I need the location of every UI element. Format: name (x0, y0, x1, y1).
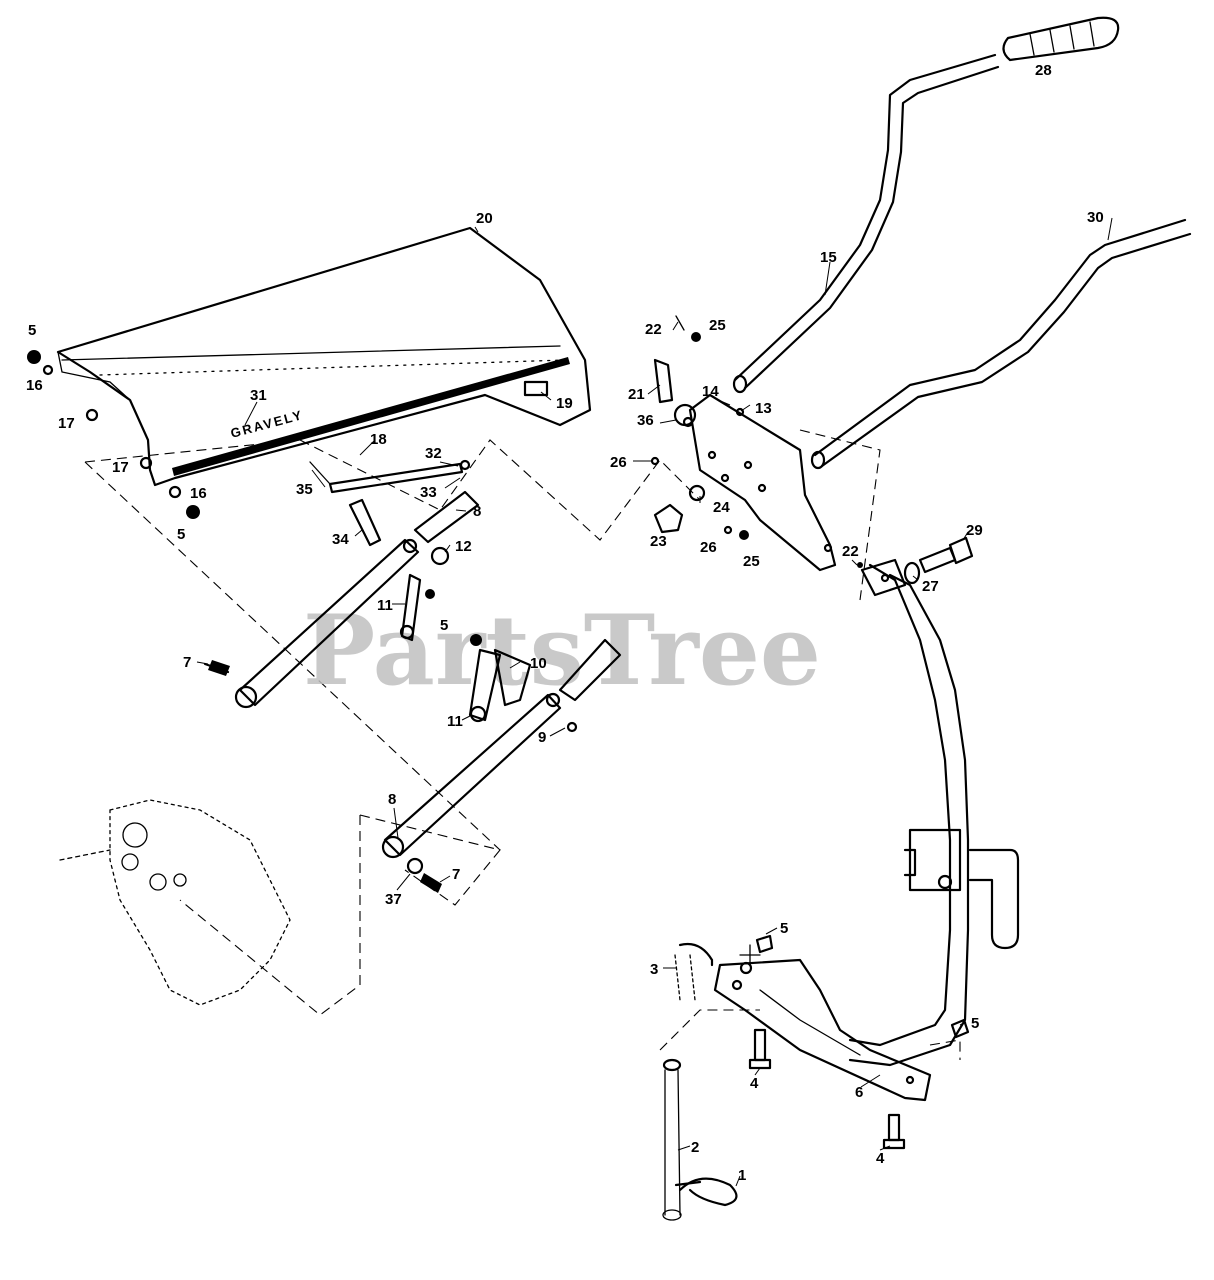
callout-35: 35 (296, 481, 313, 498)
handle-bracket (650, 315, 863, 572)
callout-2: 2 (691, 1139, 699, 1156)
gearbox-sketch (59, 799, 291, 1006)
callout-27: 27 (922, 578, 939, 595)
callout-25a: 25 (709, 317, 726, 334)
link-rod-assembly (309, 459, 471, 547)
decal-19 (523, 380, 549, 397)
callout-17b: 17 (112, 459, 129, 476)
callout-15: 15 (820, 249, 837, 266)
callout-5b: 5 (177, 526, 185, 543)
callout-23: 23 (650, 533, 667, 550)
callout-3: 3 (650, 961, 658, 978)
handlebar-left (732, 53, 1000, 394)
callout-28: 28 (1035, 62, 1052, 79)
callout-26a: 26 (610, 454, 627, 471)
lift-arm-lower (381, 638, 622, 893)
callout-1: 1 (738, 1167, 746, 1184)
callout-4a: 4 (750, 1075, 759, 1092)
callout-7a: 7 (183, 654, 191, 671)
callout-37: 37 (385, 891, 402, 908)
shield-cover: GRAVELY (56, 226, 592, 487)
callout-8a: 8 (473, 503, 481, 520)
assembly-dashed-lines (84, 429, 961, 1060)
callout-34: 34 (332, 531, 349, 548)
callout-33: 33 (420, 484, 437, 501)
callout-leaders (196, 217, 1113, 1187)
callout-5e: 5 (971, 1015, 979, 1032)
bolt-29 (903, 536, 974, 585)
callout-22b: 22 (842, 543, 859, 560)
callout-11a: 11 (377, 597, 393, 614)
lift-arm-upper (203, 490, 480, 709)
callout-19: 19 (556, 395, 573, 412)
callout-25b: 25 (743, 553, 760, 570)
callout-4b: 4 (876, 1150, 885, 1167)
callout-10: 10 (530, 655, 547, 672)
callout-24: 24 (713, 499, 730, 516)
callout-31: 31 (250, 387, 267, 404)
callout-6: 6 (855, 1084, 863, 1101)
callout-labels: 20 15 30 28 5 16 17 17 16 5 31 18 19 32 … (26, 62, 1104, 1184)
callout-21: 21 (628, 386, 645, 403)
callout-18: 18 (370, 431, 387, 448)
bottom-fasteners (748, 934, 970, 1150)
callout-7b: 7 (452, 866, 460, 883)
callout-29: 29 (966, 522, 983, 539)
callout-16b: 16 (190, 485, 207, 502)
hitch-pins (662, 942, 738, 1221)
callout-9: 9 (538, 729, 546, 746)
callout-26b: 26 (700, 539, 717, 556)
callout-30: 30 (1087, 209, 1104, 226)
left-fasteners (27, 350, 200, 519)
callout-32: 32 (425, 445, 442, 462)
callout-17a: 17 (58, 415, 75, 432)
lift-links (399, 546, 532, 723)
callout-8b: 8 (388, 791, 396, 808)
callout-5d: 5 (780, 920, 788, 937)
callout-22a: 22 (645, 321, 662, 338)
callout-11b: 11 (447, 713, 463, 730)
callout-14: 14 (702, 383, 719, 400)
handlebar-right (810, 218, 1192, 470)
hand-grip (1002, 16, 1120, 62)
callout-12: 12 (455, 538, 472, 555)
callout-13: 13 (755, 400, 772, 417)
callout-5c: 5 (440, 617, 448, 634)
callout-20: 20 (476, 210, 493, 227)
callout-36: 36 (637, 412, 654, 429)
callout-16a: 16 (26, 377, 43, 394)
callout-5a: 5 (28, 322, 36, 339)
handle-frame (713, 558, 1020, 1102)
